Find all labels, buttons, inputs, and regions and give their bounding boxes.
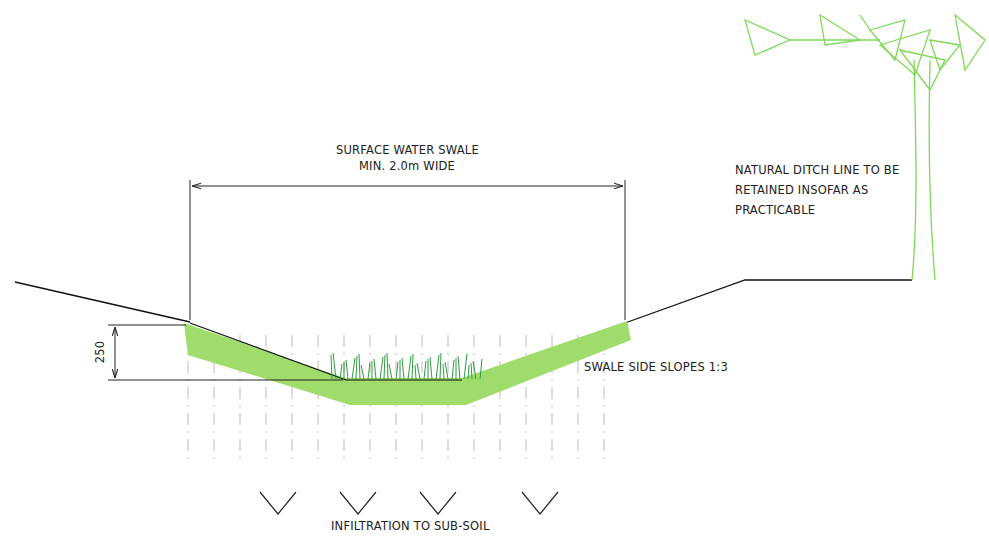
dimension-line (192, 186, 623, 187)
extension-line (625, 180, 626, 320)
note: INFILTRATION TO SUB-SOIL (331, 518, 490, 534)
extension-line (190, 180, 191, 320)
swale-lining (184, 321, 631, 405)
ground-line (15, 282, 190, 322)
dimension-label: MIN. 2.0m WIDE (359, 158, 455, 174)
swale-surface (190, 323, 462, 380)
ground-line (625, 280, 912, 323)
extension-line (108, 380, 343, 381)
grass (331, 353, 482, 379)
dimension-line (115, 327, 116, 378)
infiltration-arrows (260, 492, 558, 514)
tree (745, 15, 985, 280)
title-label: SURFACE WATER SWALE (336, 142, 479, 158)
note: SWALE SIDE SLOPES 1:3 (584, 359, 728, 375)
dimension-label: 250 (92, 341, 108, 364)
note: NATURAL DITCH LINE TO BE RETAINED INSOFA… (735, 160, 925, 220)
extension-line (108, 325, 186, 326)
